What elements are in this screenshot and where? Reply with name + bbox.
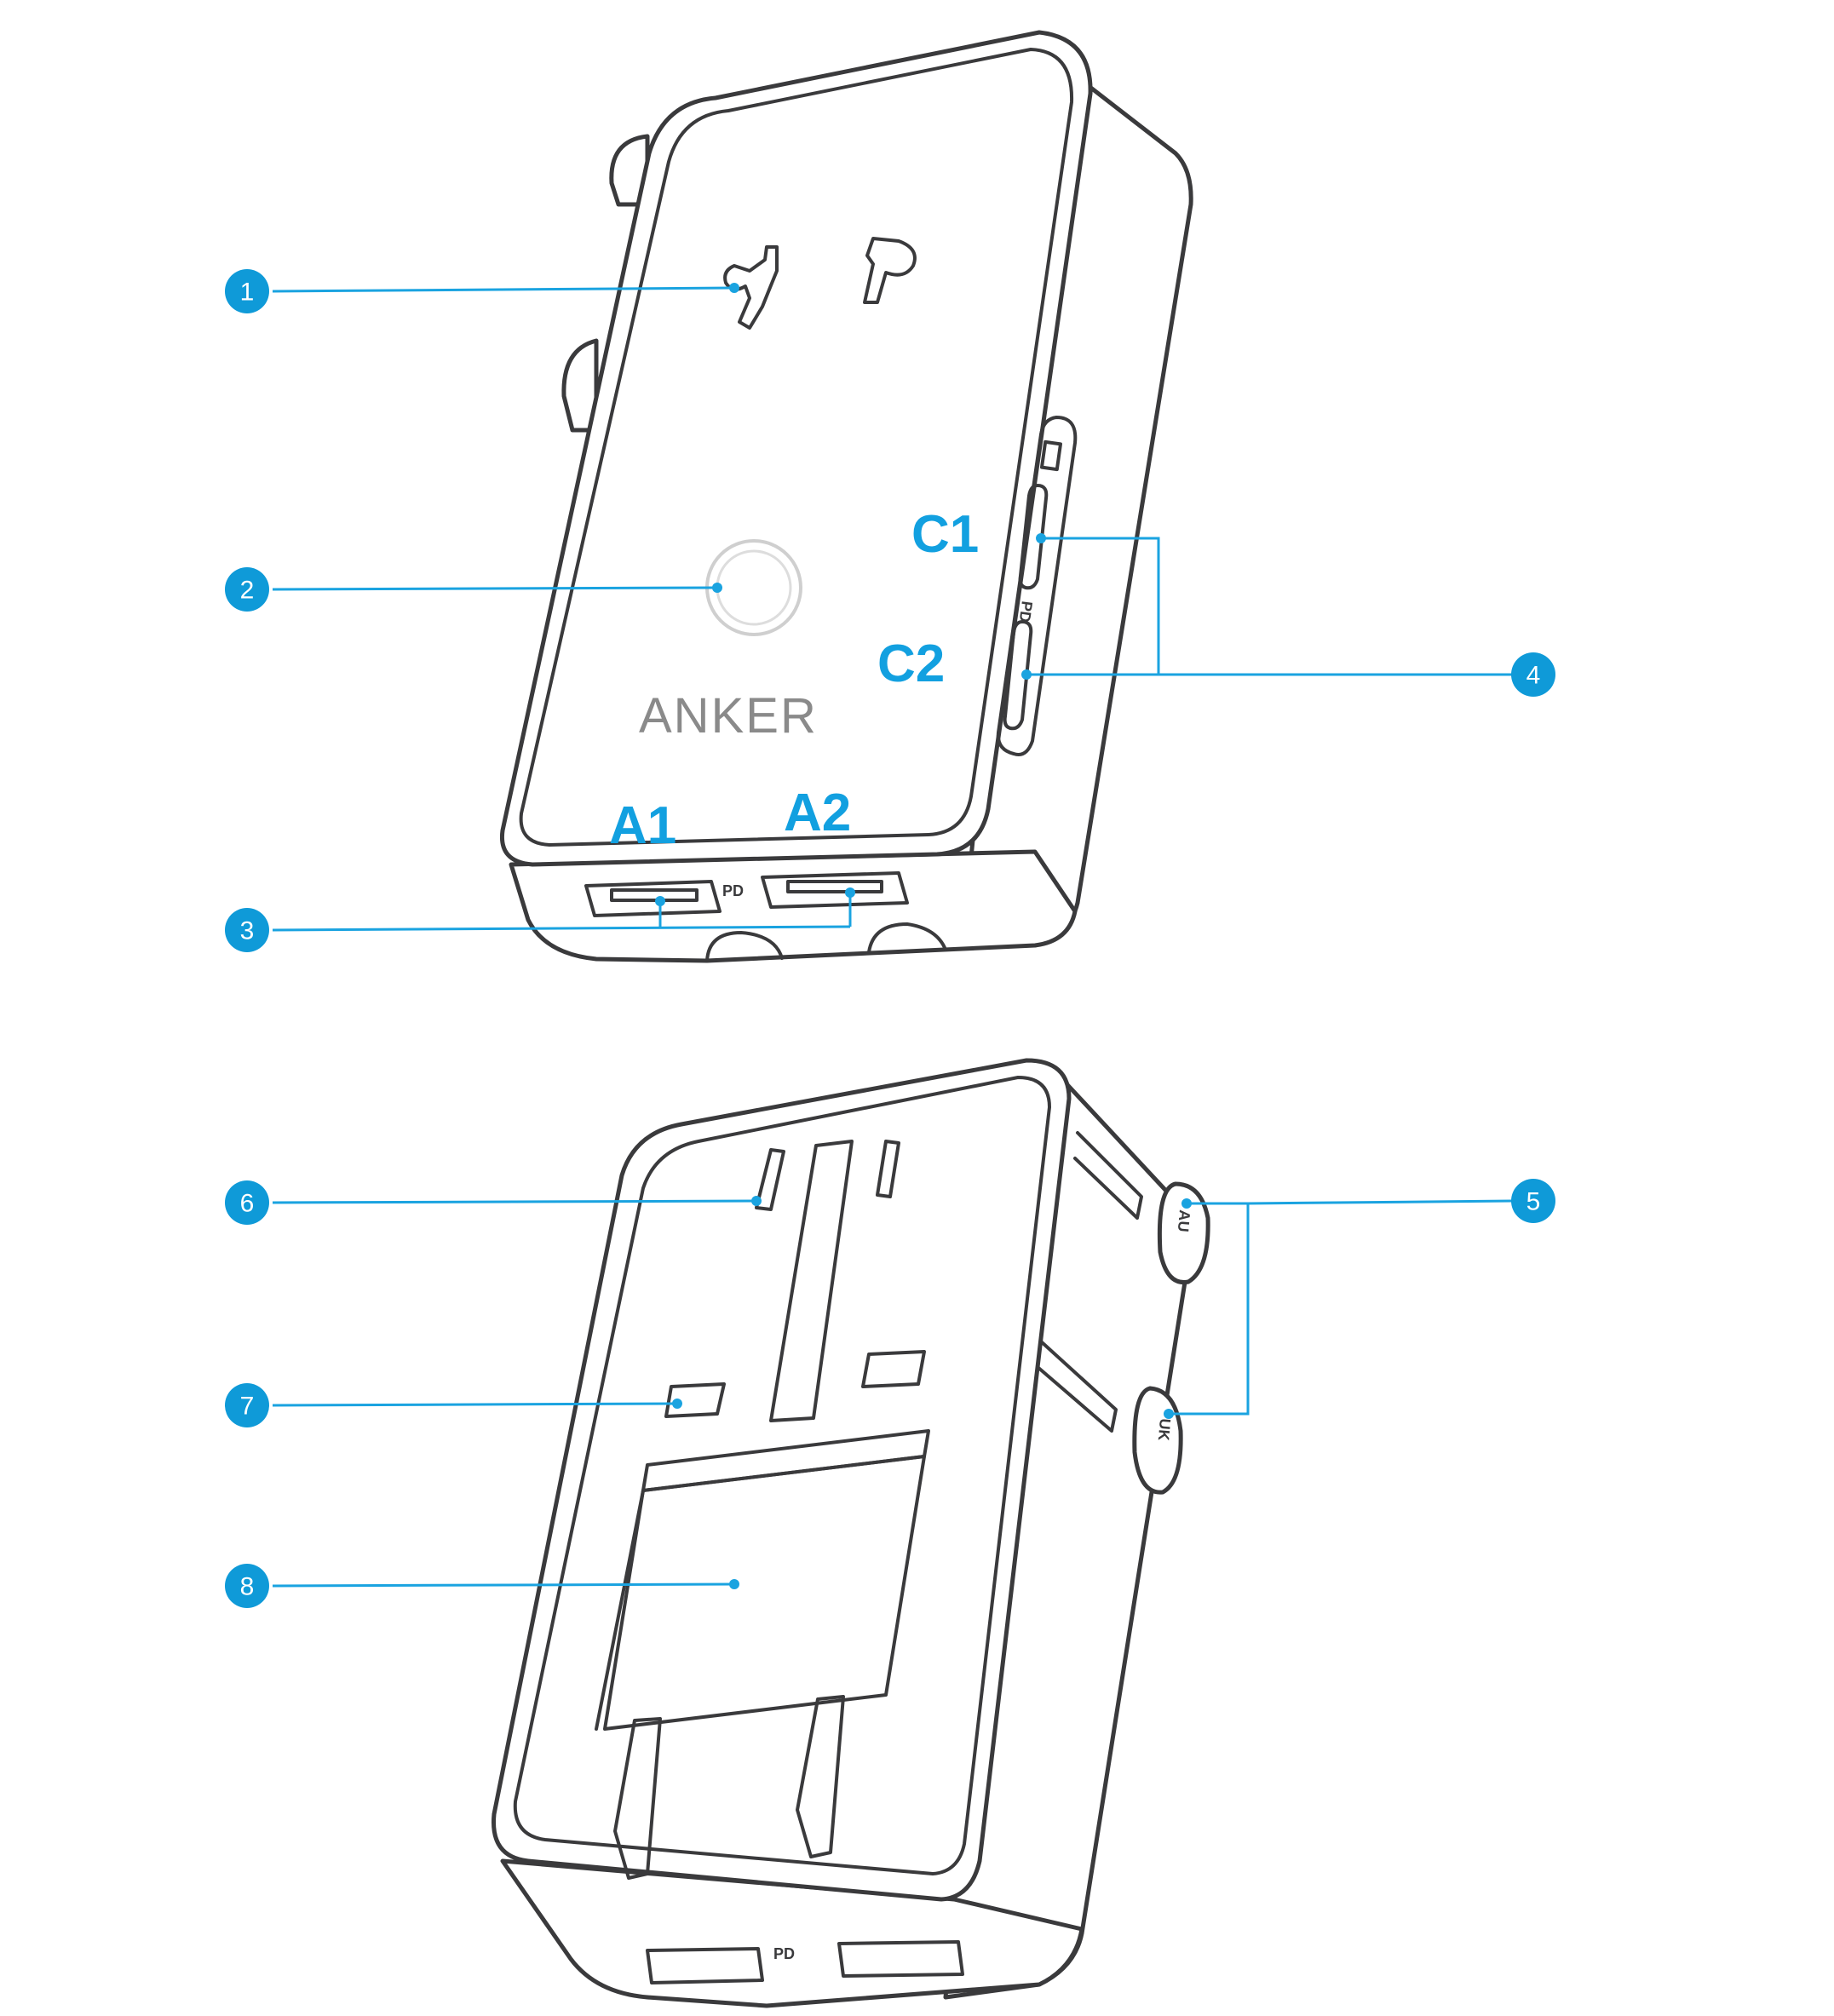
eu-plug-slots <box>664 1350 926 1418</box>
callout-badge-1: 1 <box>225 269 269 313</box>
uk-plug-knob <box>1132 1386 1183 1495</box>
adapter-front-view: ANKER PD PD <box>499 30 1193 963</box>
usb-a-port-group: PD <box>584 871 909 917</box>
side-rail-top <box>1073 1131 1143 1220</box>
back-face-inner <box>513 1076 1051 1875</box>
middle-clip-tab <box>561 338 599 433</box>
port-label-c2: C2 <box>877 635 945 693</box>
eu-slot-right <box>861 1350 926 1388</box>
front-face-inner <box>519 48 1074 847</box>
callout-badge-8: 8 <box>225 1564 269 1608</box>
callout-number-6: 6 <box>240 1190 255 1218</box>
usb-a-pd-mark: PD <box>722 882 744 899</box>
back-view-bottom-panel <box>500 1858 1084 2008</box>
usb-c-port-1 <box>1018 484 1049 590</box>
bottom-foot-left <box>705 931 784 962</box>
callout-number-7: 7 <box>240 1393 255 1421</box>
front-face-outer <box>499 30 1093 867</box>
callout-number-4: 4 <box>1526 662 1541 690</box>
callout-number-1: 1 <box>240 279 255 307</box>
back-face-outer <box>492 1058 1072 1902</box>
leader-4-dot-a <box>1036 533 1046 543</box>
port-label-a1: A1 <box>609 796 676 855</box>
slider-panel-left-rail <box>595 1489 645 1731</box>
leader-3-dot-b <box>845 887 855 898</box>
usb-a-port-2-tongue <box>786 880 883 893</box>
leader-2-dot <box>712 583 722 593</box>
usb-a-port-2 <box>761 871 909 909</box>
us-prong-left <box>613 1717 662 1880</box>
leader-1-dot <box>729 283 739 293</box>
us-prong-right <box>796 1695 845 1858</box>
callout-badge-5: 5 <box>1511 1179 1555 1223</box>
leader-5 <box>1169 1202 1250 1416</box>
back-usb-port-left <box>646 1947 764 1984</box>
leader-3 <box>272 925 851 932</box>
uk-au-plug-sliders: AU UK <box>1036 1131 1210 1495</box>
us-slot-left <box>755 1148 785 1211</box>
leader-5-main <box>1247 1199 1513 1205</box>
au-plug-mark: AU <box>1175 1209 1193 1233</box>
callout-badge-3: 3 <box>225 908 269 952</box>
leader-4-dot-b <box>1021 669 1032 680</box>
leader-6-dot <box>751 1196 762 1206</box>
callout-number-8: 8 <box>240 1573 255 1601</box>
back-usb-port-right <box>837 1940 964 1978</box>
leader-8-dot <box>729 1579 739 1589</box>
leader-5-dot-b <box>1164 1409 1174 1419</box>
callout-number-5: 5 <box>1526 1188 1541 1216</box>
leader-7-dot <box>672 1399 682 1409</box>
uk-plug-mark: UK <box>1155 1418 1174 1442</box>
port-label-c1: C1 <box>911 505 979 564</box>
leader-1 <box>272 286 735 293</box>
us-slot-right <box>876 1140 900 1198</box>
side-rail-bottom <box>1036 1340 1118 1433</box>
bottom-foot-right <box>867 922 947 954</box>
callout-number-3: 3 <box>240 917 255 945</box>
brand-logo: ANKER <box>639 688 818 744</box>
leader-5-dot-a <box>1181 1198 1192 1209</box>
usb-a-port-1 <box>584 880 722 917</box>
slider-panel-face <box>603 1455 926 1731</box>
usb-c-panel-outline <box>996 416 1078 756</box>
callout-number-2: 2 <box>240 577 255 605</box>
us-plug-slider-panel <box>595 1429 930 1880</box>
us-plug-slots <box>755 1140 900 1211</box>
leader-3-dot-a <box>655 896 665 906</box>
usb-a-port-1-tongue <box>610 888 699 902</box>
usb-c-port-panel: PD <box>996 416 1078 756</box>
port-label-a2: A2 <box>784 784 851 842</box>
usb-c-panel-indicator <box>1039 439 1063 472</box>
eu-slot-left <box>664 1382 726 1418</box>
usb-c-pd-mark: PD <box>1016 600 1036 623</box>
au-plug-knob <box>1157 1181 1210 1285</box>
adapter-back-view: AU UK PD <box>492 1058 1210 2008</box>
center-slider-channel <box>769 1140 854 1422</box>
back-usb-pd-mark: PD <box>773 1945 795 1962</box>
top-clip-tab <box>609 134 650 207</box>
usb-c-port-2 <box>1003 620 1033 731</box>
leader-2 <box>272 586 718 591</box>
callout-badge-4: 4 <box>1511 652 1555 697</box>
callout-leaders <box>272 283 1513 1589</box>
callout-badge-6: 6 <box>225 1180 269 1225</box>
callout-badge-2: 2 <box>225 567 269 612</box>
outlet-slot-right <box>863 237 917 304</box>
callout-badge-7: 7 <box>225 1383 269 1427</box>
leader-7 <box>272 1402 678 1407</box>
leader-6 <box>272 1199 757 1204</box>
leader-8 <box>272 1582 735 1588</box>
leader-4 <box>1041 537 1512 676</box>
